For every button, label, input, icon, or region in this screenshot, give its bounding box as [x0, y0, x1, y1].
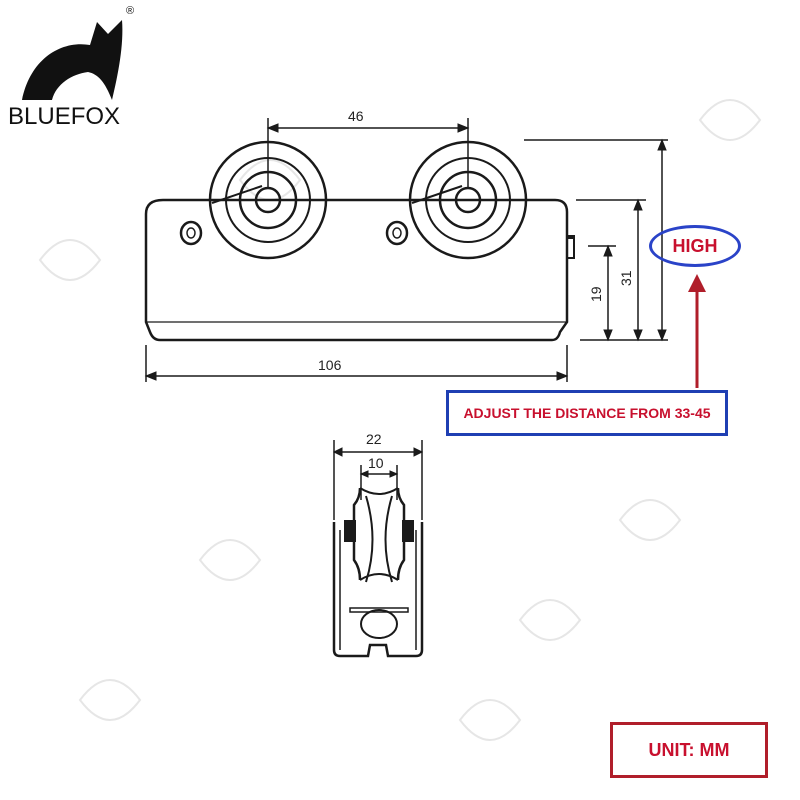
mounting-holes — [179, 220, 409, 246]
unit-note: UNIT: MM — [610, 722, 768, 778]
dim-outer-width: 22 — [366, 431, 382, 447]
front-view: 46 — [144, 108, 668, 382]
watermark-pattern — [38, 99, 762, 741]
adjust-note: ADJUST THE DISTANCE FROM 33-45 — [446, 390, 728, 436]
dim-length: 106 — [318, 357, 342, 373]
registered-mark: ® — [126, 5, 134, 17]
bracket-body — [144, 198, 569, 342]
side-bracket — [332, 522, 424, 658]
dim-height-inner: 19 — [588, 286, 604, 302]
dim-height-outer: 31 — [618, 270, 634, 286]
brand-name: BLUEFOX — [8, 103, 120, 130]
dim-wheel-spacing: 46 — [348, 108, 364, 124]
side-view: 22 10 — [332, 431, 424, 658]
high-label: HIGH — [649, 225, 741, 267]
right-wheel — [408, 140, 528, 260]
dim-groove-width: 10 — [368, 455, 384, 471]
left-wheel — [208, 140, 328, 260]
side-wheel — [352, 487, 406, 581]
brand-logo: BLUEFOX ® — [8, 5, 134, 130]
up-arrow-icon — [688, 274, 706, 388]
fox-head-icon — [22, 20, 123, 100]
